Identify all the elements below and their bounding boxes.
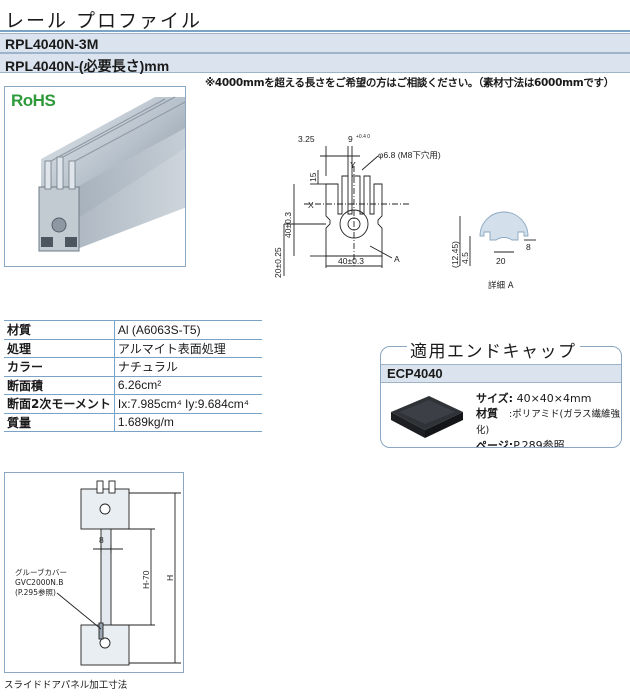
product-photo: RoHS: [4, 86, 186, 267]
endcap-code: ECP4040: [381, 364, 621, 383]
dim-20: 20: [496, 256, 506, 266]
axis-y-label: Y: [350, 160, 356, 170]
endcap-heading: 適用エンドキャップ: [407, 337, 580, 362]
dim-hole: φ6.8 (M8下穴用): [378, 150, 441, 160]
rohs-badge: RoHS: [11, 91, 56, 110]
spec-label: 質量: [4, 413, 115, 432]
spec-value: Ix:7.985cm⁴ Iy:9.684cm⁴: [114, 394, 262, 414]
spec-label: カラー: [4, 357, 115, 377]
title-rule: [0, 30, 630, 32]
endcap-image: [391, 396, 463, 438]
groove-cover-ref: (P.295参照): [15, 587, 56, 597]
dim-4-5: 4.5: [460, 252, 470, 264]
panel-dim-8: 8: [99, 535, 104, 545]
panel-drawing: 8 H-70 H グルーブカバー GVC2000N.B (P.295参照): [15, 480, 181, 666]
dim-3-25: 3.25: [298, 134, 315, 144]
table-row: 処理アルマイト表面処理: [4, 339, 262, 358]
endcap-size-value: 40×40×4mm: [516, 392, 592, 405]
detail-a-marker: A: [394, 254, 400, 264]
dim-15: 15: [308, 172, 318, 182]
panel-dim-h70: H-70: [141, 570, 151, 589]
spec-value: Al (A6063S-T5): [114, 320, 262, 340]
page-title: レール プロファイル: [5, 10, 203, 32]
endcap-material-value: :ポリアミド(ガラス繊維強化): [476, 409, 621, 436]
product-code-band: RPL4040N-3M: [0, 33, 630, 53]
endcap-material-label: 材質: [476, 407, 498, 420]
spec-value: 1.689kg/m: [114, 413, 262, 432]
panel-caption: スライドドアパネル加工寸法: [4, 680, 128, 691]
product-code-custom-band: RPL4040N-(必要長さ)mm: [0, 53, 630, 74]
dim-40-horizontal: 40±0.3: [338, 256, 364, 266]
rail-illustration: [38, 96, 185, 252]
dim-12-45: (12.45): [450, 241, 460, 268]
endcap-page-label: ページ:: [476, 439, 514, 448]
spec-value: ナチュラル: [114, 357, 262, 377]
dim-9: 9: [348, 134, 353, 144]
endcap-specs: サイズ: 40×40×4mm 材質 :ポリアミド(ガラス繊維強化) ページ:P.…: [476, 391, 621, 448]
dim-20-vertical: 20±0.25: [273, 247, 283, 278]
length-note: ※4000mmを超える長さをご希望の方はご相談ください。（素材寸法は6000mm…: [205, 77, 614, 89]
spec-label: 処理: [4, 339, 115, 358]
spec-value: 6.26cm²: [114, 376, 262, 395]
axis-x-label: X: [308, 200, 314, 210]
endcap-page-value: P.289参照: [513, 439, 565, 448]
slide-door-panel-drawing: 8 H-70 H グルーブカバー GVC2000N.B (P.295参照): [4, 472, 184, 673]
spec-value: アルマイト表面処理: [114, 339, 262, 358]
panel-dim-h: H: [165, 575, 175, 581]
groove-cover-code: GVC2000N.B: [15, 578, 63, 587]
spec-label: 材質: [4, 320, 115, 340]
spec-label: 断面積: [4, 376, 115, 395]
dim-9-tolerance: +0.4 0: [356, 134, 370, 140]
detail-a-caption: 詳細 A: [488, 280, 514, 291]
cross-section-drawing: 3.25 9 +0.4 0 φ6.8 (M8下穴用) Y X 15 40±0.3…: [273, 134, 441, 278]
spec-label: 断面2次モーメント: [4, 394, 115, 414]
endcap-box: ECP4040 サイズ: 40×40×4mm 材質 :ポリアミド(ガラス繊維強化…: [380, 346, 622, 448]
table-row: カラーナチュラル: [4, 357, 262, 377]
groove-cover-label: グルーブカバー: [15, 567, 67, 577]
dim-40-vertical: 40±0.3: [283, 212, 293, 238]
dim-8: 8: [526, 242, 531, 252]
detail-a-drawing: (12.45) 4.5 8 20 詳細 A: [450, 211, 536, 291]
endcap-size-label: サイズ:: [476, 392, 514, 405]
